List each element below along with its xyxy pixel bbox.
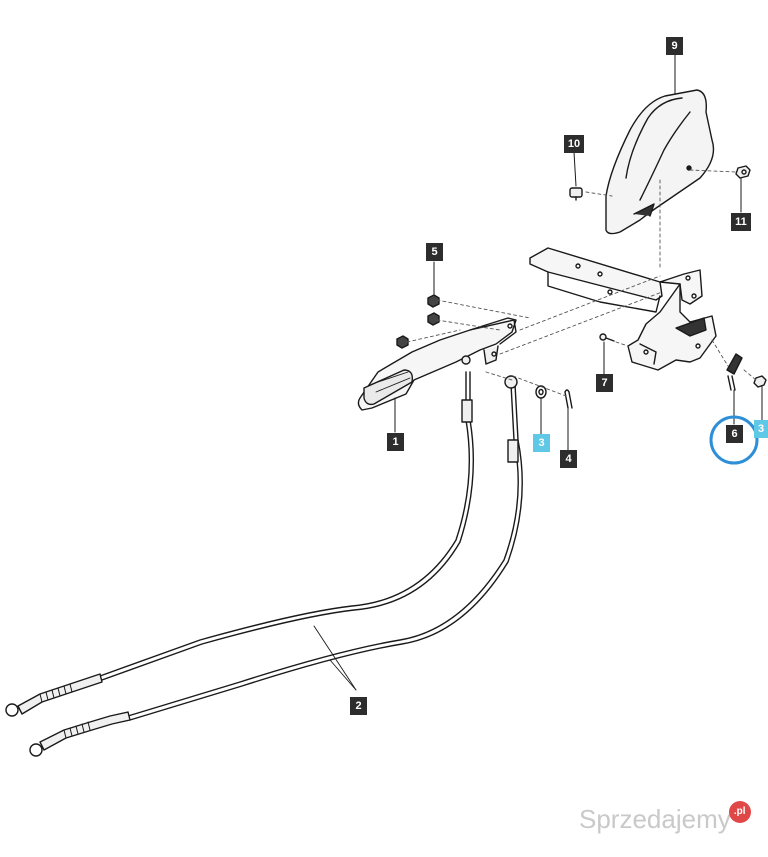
callout-1: 1 [387,433,404,451]
part-8-nut [753,375,767,388]
assembly-guide-lines [406,169,757,397]
part-7-screw [599,333,615,342]
callout-7: 7 [596,374,613,392]
callout-10: 10 [564,135,584,153]
callout-6: 6 [726,425,743,443]
callout-9: 9 [666,37,683,55]
frame-bracket [529,247,717,371]
callout-3: 3 [533,434,550,452]
part-4-clip [564,389,573,409]
part-6-lever [726,353,743,391]
part-5-nuts [396,294,440,349]
part-2-cables [5,371,523,757]
callout-4: 4 [560,450,577,468]
part-10-bolt [569,187,583,201]
part-11-bolt [735,165,751,179]
callout-2: 2 [350,697,367,715]
watermark-badge: .pl [728,801,751,823]
callout-leaders [394,53,763,451]
part-1-brake-lever [357,317,517,411]
callout-5: 5 [426,243,443,261]
highlight-ring-part-6 [709,415,759,465]
watermark-text: Sprzedajemy [579,803,731,834]
callout-11: 11 [731,213,751,231]
part-9-cover [605,89,715,235]
part-3-washer [535,385,547,399]
callout-3-right: 3 [754,420,768,438]
watermark: Sprzedajemy .pl [579,801,751,837]
